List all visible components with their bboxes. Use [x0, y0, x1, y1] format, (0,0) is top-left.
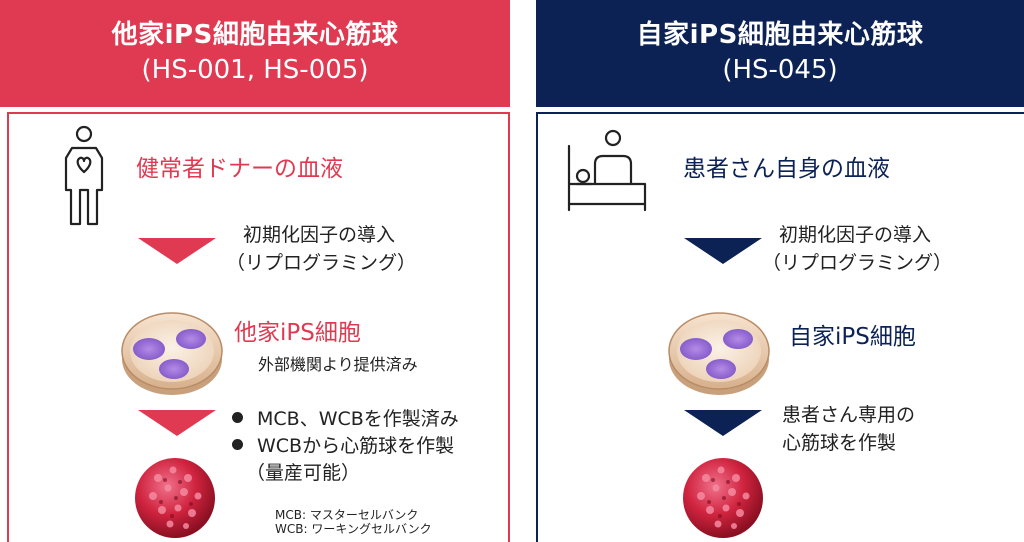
right-step1-line2: （リプログラミング）: [762, 252, 953, 274]
right-petri-dish-image: [668, 312, 770, 395]
right-panel-header: 自家iPS細胞由来心筋球 (HS-045): [536, 0, 1024, 107]
left-step1-line1: 初期化因子の導入: [243, 224, 396, 246]
right-source-label: 患者さん自身の血液: [683, 156, 890, 182]
left-petri-dish-image: [121, 312, 223, 395]
right-arrow-1: [684, 238, 762, 264]
bullet-dot-icon: [232, 412, 243, 423]
bullet-dot-icon: [232, 439, 243, 450]
right-panel-title: 自家iPS細胞由来心筋球: [636, 20, 924, 50]
right-arrow-2: [684, 410, 762, 436]
right-panel-subtitle: (HS-045): [722, 55, 838, 85]
left-bullet-item: MCB、WCBを作製済み: [232, 407, 459, 432]
left-bullet-list: MCB、WCBを作製済み WCBから心筋球を作製 （量産可能）: [232, 407, 459, 486]
left-panel-title: 他家iPS細胞由来心筋球: [111, 20, 399, 50]
left-ips-note: 外部機関より提供済み: [258, 355, 418, 374]
right-cardiosphere-image: [683, 458, 763, 538]
left-footnote-line2: WCB: ワーキングセルバンク: [275, 522, 432, 536]
left-step1-line2: （リプログラミング）: [226, 252, 417, 274]
left-arrow-2: [138, 410, 216, 436]
left-panel-header: 他家iPS細胞由来心筋球 (HS-001, HS-005): [0, 0, 510, 107]
patient-bed-icon: [567, 129, 647, 212]
right-step1-line1: 初期化因子の導入: [779, 224, 932, 246]
left-bullet-item: WCBから心筋球を作製: [232, 434, 459, 459]
person-heart-icon: [64, 125, 104, 226]
left-footnote-line1: MCB: マスターセルバンク: [275, 508, 419, 522]
left-cardiosphere-image: [135, 458, 215, 538]
left-arrow-1: [138, 238, 216, 264]
left-panel-subtitle: (HS-001, HS-005): [141, 55, 369, 85]
right-ips-label: 自家iPS細胞: [789, 324, 916, 350]
left-ips-label: 他家iPS細胞: [234, 320, 361, 346]
left-source-label: 健常者ドナーの血液: [136, 156, 343, 182]
left-bullet-continuation: （量産可能）: [246, 462, 361, 484]
left-panel-body: [7, 112, 510, 542]
right-step2-line2: 心筋球を作製: [782, 432, 897, 454]
right-step2-line1: 患者さん専用の: [782, 404, 916, 426]
